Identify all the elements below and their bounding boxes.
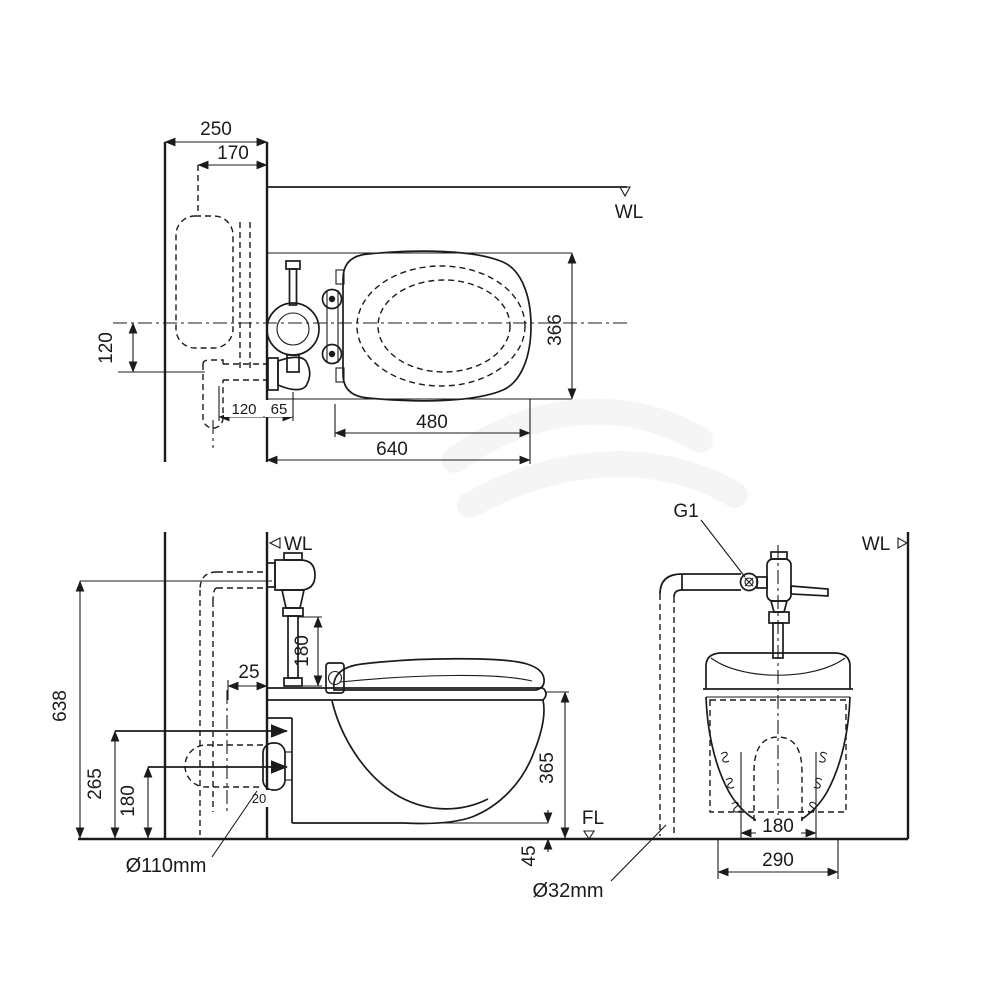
g1-label: G1 bbox=[673, 501, 698, 522]
plan-flush-valve bbox=[266, 260, 320, 391]
side-dim-floor-clearance-label: 45 bbox=[519, 845, 540, 866]
side-wl-label: WL bbox=[284, 534, 313, 555]
side-dim-flush-pipe: 180 bbox=[292, 616, 323, 687]
fl-marker-icon bbox=[583, 830, 595, 841]
fl-label: FL bbox=[582, 808, 604, 829]
front-inlet-callout: G1 bbox=[673, 501, 746, 578]
plan-concealed-tank bbox=[175, 215, 251, 368]
plan-dim-wall-depth-label: 250 bbox=[200, 119, 232, 140]
side-dim-drain-height-label: 180 bbox=[118, 785, 139, 817]
front-dim-mount-width: 290 bbox=[717, 839, 839, 879]
plan-dim-wall-depth: 250 bbox=[164, 119, 268, 147]
plan-dim-seat-length: 480 bbox=[334, 399, 531, 438]
plan-dim-tank-offset-label: 170 bbox=[217, 143, 249, 164]
side-dim-spigot-label: 20 bbox=[252, 791, 266, 806]
plan-view: 250 170 WL bbox=[96, 119, 644, 465]
side-dim-inlet-height: 265 bbox=[85, 724, 288, 839]
plan-dim-seat-width: 366 bbox=[267, 252, 577, 400]
side-dim-inlet-height-label: 265 bbox=[85, 768, 106, 800]
side-dim-rim-height-label: 365 bbox=[537, 752, 558, 784]
plan-toilet-seat bbox=[335, 250, 532, 402]
side-dim-valve-height-label: 638 bbox=[50, 690, 71, 722]
front-dim-bolt-spacing: 180 bbox=[740, 815, 817, 838]
side-water-line: WL bbox=[268, 534, 313, 555]
front-union-nut bbox=[739, 572, 759, 592]
side-dim-valve-height: 638 bbox=[50, 580, 272, 839]
front-supply-pipe bbox=[659, 573, 741, 836]
plan-wl-label: WL bbox=[615, 202, 644, 223]
front-supply-callout: Ø32mm bbox=[532, 824, 667, 902]
side-drain-callout: Ø110mm bbox=[126, 790, 258, 877]
side-dim-rim-height: 365 bbox=[537, 691, 570, 839]
side-supply-pipe bbox=[199, 571, 267, 835]
side-flush-valve bbox=[266, 552, 316, 687]
front-water-line: WL bbox=[862, 534, 909, 555]
front-flush-valve bbox=[756, 551, 829, 659]
side-drain-pipe: 20 bbox=[184, 742, 292, 807]
side-wl-marker-icon bbox=[268, 537, 281, 549]
side-dim-wall-clearance-label: 25 bbox=[238, 662, 259, 683]
front-fixing-screws bbox=[720, 751, 828, 813]
side-toilet-bowl bbox=[267, 657, 547, 825]
plan-dim-overall-depth: 640 bbox=[266, 437, 531, 465]
front-wl-label: WL bbox=[862, 534, 891, 555]
front-view: WL bbox=[532, 501, 910, 902]
plan-dim-seat-length-label: 480 bbox=[416, 412, 448, 433]
front-dim-mount-width-label: 290 bbox=[762, 850, 794, 871]
plan-dim-tank-offset: 170 bbox=[197, 143, 268, 214]
plan-mounting-bolts bbox=[321, 288, 343, 365]
side-view: WL 180 bbox=[50, 532, 604, 877]
plan-dim-valve-offsets: 120 65 bbox=[218, 386, 294, 422]
plan-dim-overall-depth-label: 640 bbox=[376, 439, 408, 460]
plan-dim-drain-offset-label: 120 bbox=[96, 332, 117, 364]
drain-pipe-label: Ø110mm bbox=[126, 855, 207, 877]
side-dim-floor-clearance: 45 bbox=[440, 810, 553, 867]
side-dim-drain-height: 180 bbox=[118, 760, 288, 839]
supply-pipe-label: Ø32mm bbox=[532, 880, 603, 902]
front-wl-marker-icon bbox=[897, 537, 909, 549]
plan-dim-drain-to-wall-label: 120 bbox=[231, 401, 256, 418]
side-dim-flush-pipe-label: 180 bbox=[292, 635, 313, 667]
plan-dim-drain-offset: 120 bbox=[96, 322, 205, 373]
plan-dim-valve-to-wall-label: 65 bbox=[271, 401, 288, 418]
watermark bbox=[442, 398, 748, 518]
floor-level-marker: FL bbox=[582, 808, 604, 841]
plan-wl-marker-icon bbox=[619, 186, 631, 198]
plan-dim-seat-width-label: 366 bbox=[545, 314, 566, 346]
front-dim-bolt-spacing-label: 180 bbox=[762, 816, 794, 837]
plan-water-line: WL bbox=[267, 186, 644, 223]
side-dim-wall-clearance: 25 bbox=[227, 662, 268, 700]
